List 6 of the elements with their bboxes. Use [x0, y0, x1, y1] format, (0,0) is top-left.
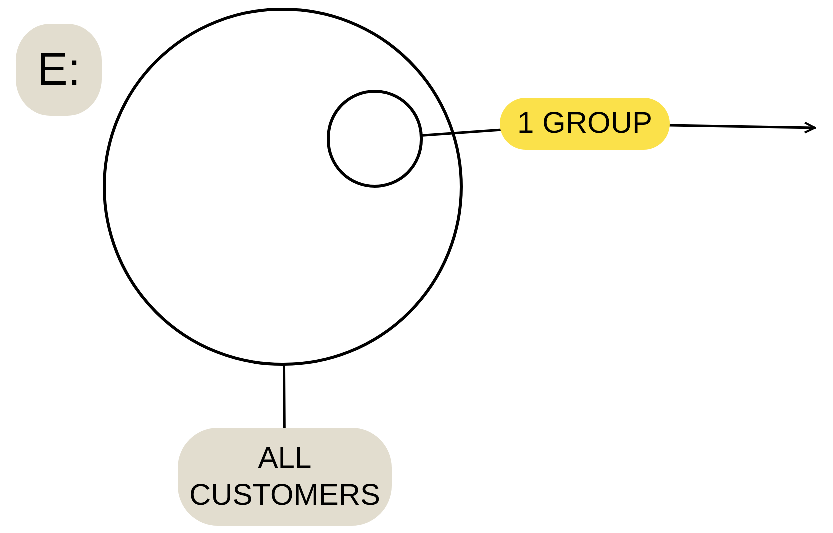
leader-line	[282, 364, 286, 430]
highlighted-label: 1 GROUP	[500, 98, 670, 150]
text-label: ALL CUSTOMERS	[178, 428, 392, 526]
text-label: E:	[16, 24, 102, 116]
leader-line	[422, 128, 502, 137]
arrow	[668, 122, 816, 134]
